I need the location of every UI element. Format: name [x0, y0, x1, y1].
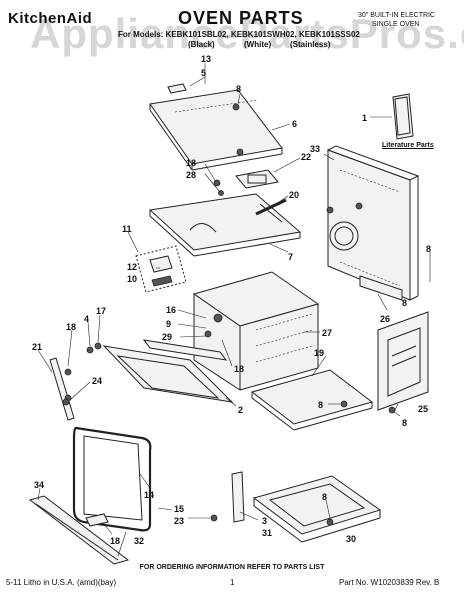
callout-7: 7: [288, 252, 293, 262]
oven-front-frame: [102, 339, 234, 403]
oven-cavity: [192, 271, 320, 391]
callout-18: 18: [66, 322, 76, 332]
callout-17: 17: [96, 306, 106, 316]
callout-8: 8: [426, 244, 431, 254]
callout-10: 10: [127, 274, 137, 284]
callout-14: 14: [144, 490, 154, 500]
footer-order-note: FOR ORDERING INFORMATION REFER TO PARTS …: [139, 564, 325, 571]
finish-stainless-label: (Stainless): [290, 40, 331, 49]
callout-31: 31: [262, 528, 272, 538]
callout-18: 18: [186, 158, 196, 168]
finish-black-label: (Black): [188, 40, 215, 49]
callout-2: 2: [238, 405, 243, 415]
callout-18: 18: [110, 536, 120, 546]
callout-22: 22: [301, 152, 311, 162]
callout-11: 11: [122, 224, 132, 234]
callout-30: 30: [346, 534, 356, 544]
callout-15: 15: [174, 504, 184, 514]
brand-logo-text: KitchenAid: [8, 10, 93, 27]
callout-34: 34: [34, 480, 44, 490]
side-trim-strip: [49, 357, 75, 421]
callout-29: 29: [162, 332, 172, 342]
callout-33: 33: [310, 144, 320, 154]
hinge-bracket: [210, 471, 245, 523]
callout-27: 27: [322, 328, 332, 338]
subtitle-line-1: 30" BUILT-IN ELECTRIC: [358, 12, 436, 19]
callout-8: 8: [402, 418, 407, 428]
callout-32: 32: [134, 536, 144, 546]
callout-8: 8: [402, 298, 407, 308]
callout-9: 9: [166, 319, 171, 329]
callout-1: 1: [362, 113, 367, 123]
callout-26: 26: [380, 314, 390, 324]
leader-lines: [37, 63, 431, 557]
callout-8: 8: [318, 400, 323, 410]
page-title: OVEN PARTS: [178, 8, 304, 28]
callout-23: 23: [174, 516, 184, 526]
callout-13: 13: [201, 54, 211, 64]
callout-19: 19: [314, 348, 324, 358]
oven-rear-panel: [326, 145, 420, 301]
rear-side-bracket: [359, 275, 403, 301]
door-gasket: [72, 426, 152, 532]
broil-element-tray: [148, 193, 302, 257]
literature-booklet: [370, 93, 414, 140]
callout-28: 28: [186, 170, 196, 180]
callout-16: 16: [166, 305, 176, 315]
part-callouts: 13 5 8 6 33 22 18 28 20 11 12 10 7 8 26 …: [32, 54, 431, 546]
top-bracket-small: [167, 83, 244, 156]
footer-litho: 5-11 Litho in U.S.A. (amd)(bay): [6, 578, 117, 587]
callout-5: 5: [201, 68, 206, 78]
literature-parts-label: Literature Parts: [382, 142, 434, 149]
oven-bottom-panel: [250, 369, 374, 431]
models-line: For Models: KEBK101SBL02, KEBK101SWH02, …: [118, 30, 360, 39]
vent-trim-bar: [28, 495, 130, 565]
watermark: AppliancePartsPros.com: [30, 10, 464, 57]
callout-4: 4: [84, 314, 89, 324]
footer-page-number: 1: [230, 578, 235, 587]
callout-8: 8: [236, 84, 241, 94]
callout-12: 12: [127, 262, 137, 272]
heating-element-rod: [255, 198, 287, 216]
callout-18: 18: [234, 364, 244, 374]
finish-white-label: (White): [244, 40, 272, 49]
callout-25: 25: [418, 404, 428, 414]
callout-8: 8: [322, 492, 327, 502]
oven-top-panel: [149, 89, 283, 171]
subtitle-line-2: SINGLE OVEN: [372, 21, 420, 28]
callout-20: 20: [289, 190, 299, 200]
callout-3: 3: [262, 516, 267, 526]
bottom-pan: [252, 475, 382, 543]
callout-6: 6: [292, 119, 297, 129]
heating-element-bracket: [213, 169, 279, 196]
control-box-assembly: [135, 245, 187, 293]
footer-part-number: Part No. W10203839 Rev. B: [339, 578, 440, 587]
side-access-panel: [377, 311, 429, 414]
callout-21: 21: [32, 342, 42, 352]
callout-24: 24: [92, 376, 102, 386]
latch-hardware: [62, 342, 102, 406]
